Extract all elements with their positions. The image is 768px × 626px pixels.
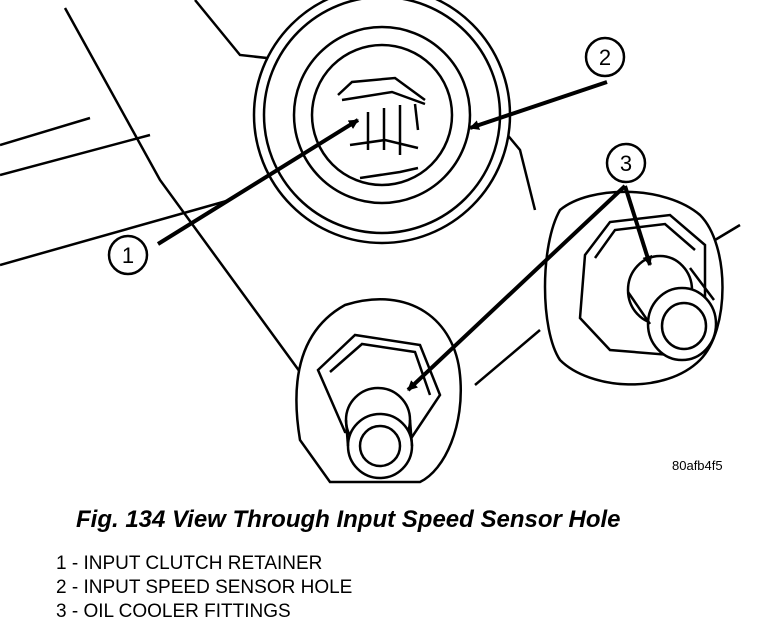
callout-3-number: 3 <box>620 151 632 176</box>
legend-item-3: 3 - OIL COOLER FITTINGS <box>56 601 291 622</box>
transmission-illustration: 1 2 3 80afb4f5 <box>0 0 741 484</box>
callout-legend: 1 - INPUT CLUTCH RETAINER 2 - INPUT SPEE… <box>56 552 352 624</box>
arrow-3b <box>623 185 653 266</box>
input-clutch-retainer <box>337 76 426 180</box>
oil-cooler-fitting-right <box>543 190 724 386</box>
arrow-2 <box>469 80 608 130</box>
figure-reference-code: 80afb4f5 <box>672 458 723 473</box>
speed-sensor-hole-boss <box>252 0 512 245</box>
callout-arrows <box>156 80 653 392</box>
callout-2-number: 2 <box>599 45 611 70</box>
callout-1: 1 <box>107 234 149 276</box>
callout-2: 2 <box>584 36 626 78</box>
legend-item-1: 1 - INPUT CLUTCH RETAINER <box>56 553 323 574</box>
legend-item-2: 2 - INPUT SPEED SENSOR HOLE <box>56 577 353 598</box>
arrow-3a <box>406 184 627 392</box>
figure-caption: Fig. 134 View Through Input Speed Sensor… <box>76 506 621 533</box>
callout-3: 3 <box>605 142 647 184</box>
callout-1-number: 1 <box>122 243 134 268</box>
oil-cooler-fitting-left <box>295 298 462 484</box>
arrow-1 <box>156 118 360 246</box>
